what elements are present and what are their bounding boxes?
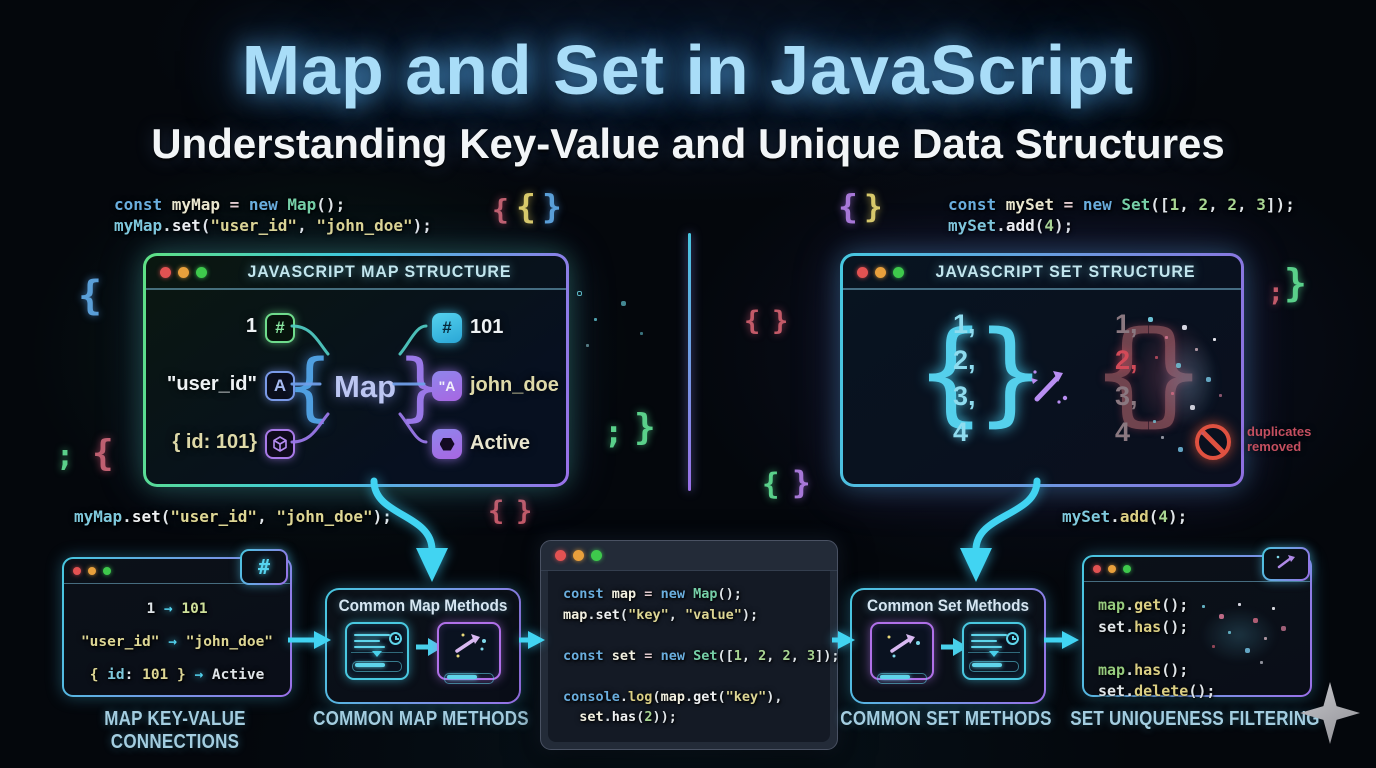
letter-a-outline-icon: A <box>265 371 295 401</box>
set-methods-title: Common Set Methods <box>867 597 1029 615</box>
connections-rows: 1 → 101"user_id" → "john_doe"{ id: 101 }… <box>80 601 274 683</box>
hash-filled-icon: # <box>432 313 462 343</box>
arrow-right-icon <box>415 636 445 663</box>
map-value-label: john_doe <box>470 374 559 396</box>
brace-decoration: { <box>92 433 114 474</box>
map-declaration-snippet: const myMap = new Map();myMap.set("user_… <box>114 195 432 235</box>
filtering-titlebar <box>1084 557 1310 582</box>
traffic-lights-icon <box>857 266 904 278</box>
console-window: const map = new Map();map.set("key", "va… <box>540 540 840 750</box>
map-structure-window: JAVASCRIPT MAP STRUCTURE 1 # "user_id" A… <box>143 253 569 487</box>
set-methods-caption: COMMON SET METHODS <box>840 708 1052 730</box>
brace-decoration: } <box>792 465 811 501</box>
hexagon-filled-icon <box>432 429 462 459</box>
semicolon-decoration: ; <box>604 413 624 451</box>
particle-haze <box>1143 316 1233 446</box>
brace-decoration: { <box>744 306 761 337</box>
set-structure-window: JAVASCRIPT SET STRUCTURE { 1, 2, 3, 4 } … <box>840 253 1244 487</box>
arrow-right-icon <box>940 636 970 663</box>
duplicates-note: duplicates removed <box>1247 424 1312 454</box>
set-input-left-brace: { <box>915 308 987 438</box>
semicolon-decoration: ; <box>56 439 75 474</box>
map-key-label: { id: 101} <box>172 431 257 453</box>
set-transform-card <box>870 622 934 684</box>
particle-dots <box>578 292 581 295</box>
filtering-code: map.get();set.has(); map.has();set.delet… <box>1098 596 1216 700</box>
map-methods-box: Common Map Methods <box>325 588 521 704</box>
set-entries-card <box>962 622 1026 680</box>
console-code: const map = new Map();map.set("key", "va… <box>563 586 840 725</box>
map-set-call-snippet: myMap.set("user_id", "john_doe"); <box>74 507 392 526</box>
cube-outline-icon <box>265 429 295 459</box>
set-output-left-brace: { <box>1091 298 1162 448</box>
particle-haze <box>1184 595 1294 675</box>
particle-dots <box>1194 597 1197 600</box>
map-value-label: 101 <box>470 316 504 338</box>
brace-decoration: { <box>838 187 858 226</box>
particle-dots <box>1143 308 1146 311</box>
list-clock-icon <box>964 624 1024 648</box>
traffic-lights-icon <box>555 550 602 561</box>
set-output-values: 1,2,3,4 <box>1115 309 1138 447</box>
set-input-values: 1, 2, 3, 4 <box>953 309 976 447</box>
set-filtering-window: map.get();set.has(); map.has();set.delet… <box>1082 555 1312 700</box>
map-core: { Map } <box>286 347 444 427</box>
brace-decoration: } <box>542 187 562 226</box>
brace-decoration: } <box>864 189 883 225</box>
hash-badge: # <box>240 549 288 585</box>
particle-haze <box>1113 296 1233 456</box>
transform-badge <box>1262 547 1310 581</box>
map-window-titlebar: JAVASCRIPT MAP STRUCTURE <box>146 256 566 290</box>
traffic-lights-icon <box>73 567 111 575</box>
brace-decoration: { <box>762 467 780 501</box>
map-key-label: "user_id" <box>166 373 257 395</box>
map-entries-card <box>345 622 409 680</box>
transform-icon <box>1275 554 1297 575</box>
page-title: Map and Set in JavaScript <box>241 31 1135 109</box>
brace-decoration: { <box>78 273 103 319</box>
transform-arrow-icon <box>1025 362 1073 415</box>
semicolon-decoration: ; <box>1268 278 1284 308</box>
map-left-brace: { <box>285 344 333 430</box>
map-value-label: Active <box>470 432 531 454</box>
brace-decoration: } <box>772 306 789 337</box>
transform-icon <box>439 624 499 664</box>
map-window-title: JAVASCRIPT MAP STRUCTURE <box>247 262 512 281</box>
console-body: const map = new Map();map.set("key", "va… <box>548 571 840 742</box>
set-window-titlebar: JAVASCRIPT SET STRUCTURE <box>843 256 1241 290</box>
connections-titlebar <box>64 559 290 584</box>
letter-a-filled-icon: "A <box>432 371 462 401</box>
brace-decoration: { <box>488 496 505 527</box>
map-core-label: Map <box>334 369 396 404</box>
no-entry-icon <box>1195 424 1231 460</box>
map-methods-caption: COMMON MAP METHODS <box>313 708 529 730</box>
console-titlebar <box>541 541 837 571</box>
map-key-label: 1 <box>245 315 257 337</box>
brace-decoration: { <box>492 193 509 226</box>
set-window-title: JAVASCRIPT SET STRUCTURE <box>935 262 1196 281</box>
hash-outline-icon: # <box>265 313 295 343</box>
set-declaration-snippet: const mySet = new Set([1, 2, 2, 3]);mySe… <box>948 195 1295 235</box>
list-clock-icon <box>347 624 407 648</box>
page-subtitle: Understanding Key-Value and Unique Data … <box>151 120 1225 167</box>
brace-decoration: { <box>516 187 536 226</box>
set-output-right-brace: } <box>1135 298 1206 448</box>
brace-decoration: } <box>516 496 533 527</box>
brace-decoration: } <box>1284 261 1307 305</box>
traffic-lights-icon <box>160 266 207 278</box>
map-transform-card <box>437 622 501 684</box>
set-methods-box: Common Set Methods <box>850 588 1046 704</box>
connections-caption: MAP KEY-VALUE CONNECTIONS <box>104 708 246 753</box>
map-methods-title: Common Map Methods <box>338 597 508 615</box>
set-add-call-snippet: mySet.add(4); <box>1062 507 1188 526</box>
filtering-caption: SET UNIQUENESS FILTERING <box>1070 708 1320 730</box>
transform-icon <box>872 624 932 664</box>
brace-decoration: } <box>634 407 656 448</box>
divider-line <box>688 233 691 491</box>
traffic-lights-icon <box>1093 565 1131 573</box>
